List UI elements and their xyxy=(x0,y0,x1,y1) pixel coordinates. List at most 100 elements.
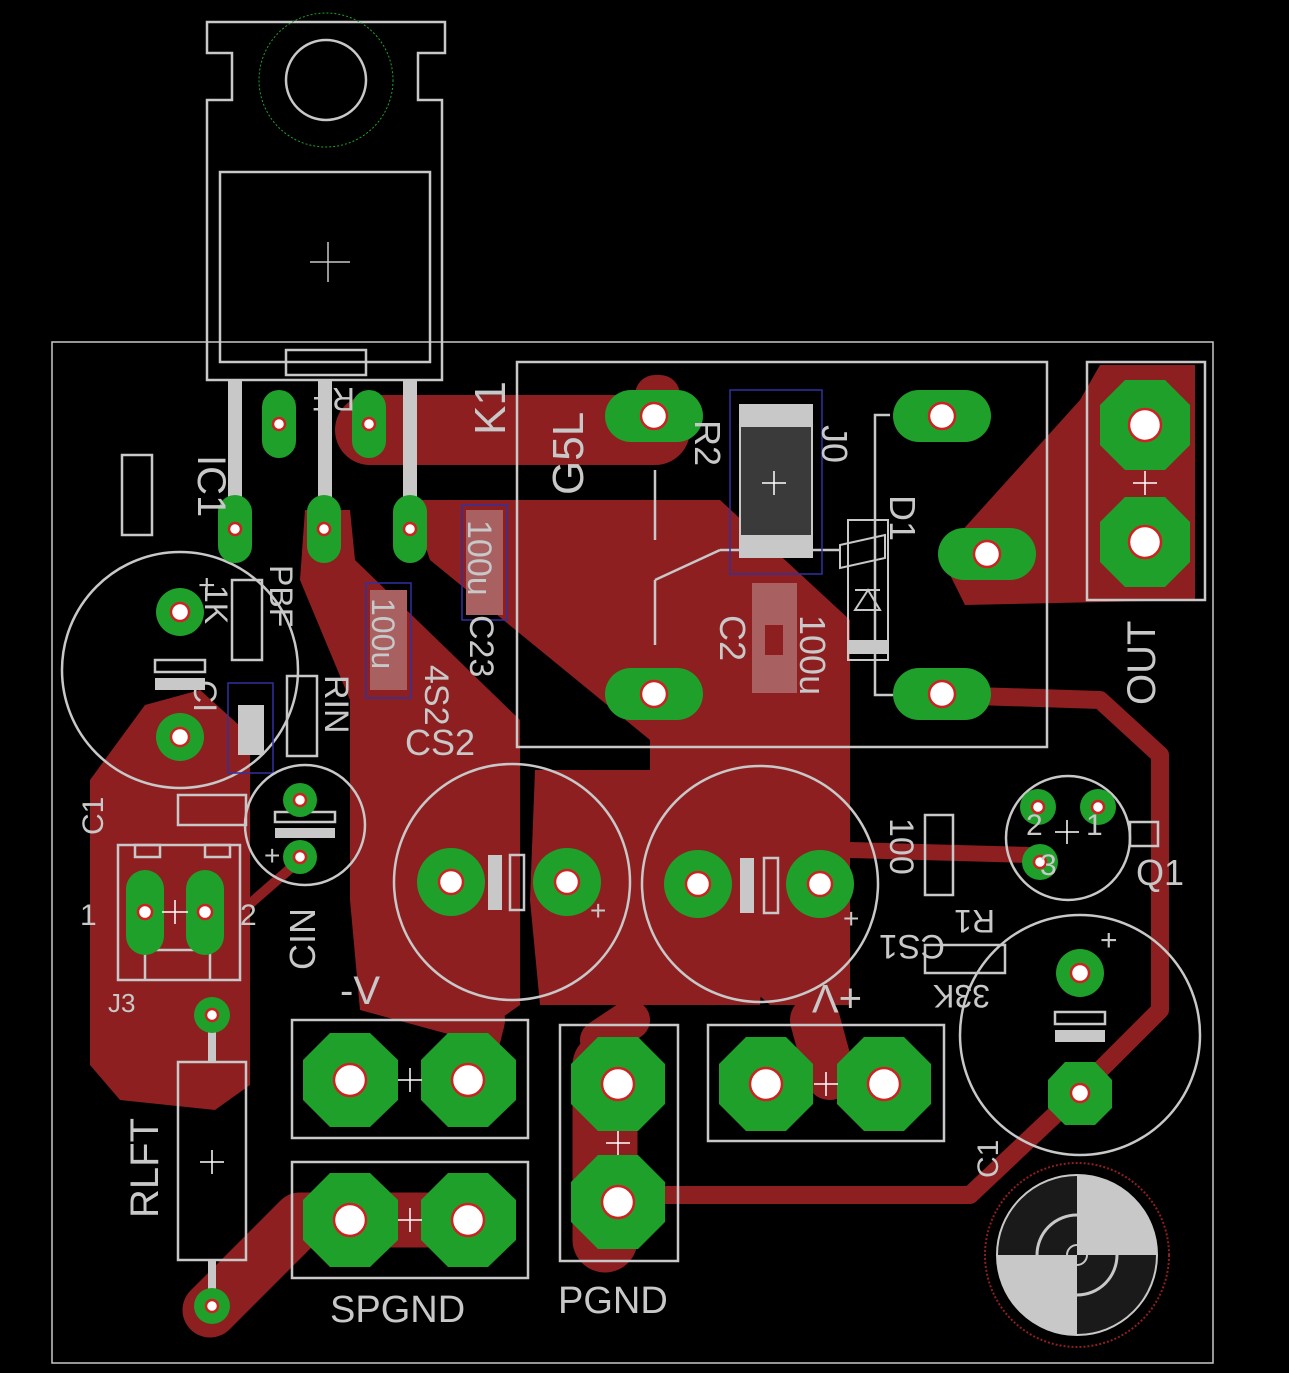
trace-posv xyxy=(790,995,855,1100)
label-cs1-val: 100 xyxy=(882,818,920,875)
label-rin: RIN xyxy=(317,675,355,734)
j3-tab-top-r xyxy=(203,843,232,859)
label-q1-pin2: 2 xyxy=(1026,809,1043,842)
label-j3: J3 xyxy=(108,988,135,1018)
trace-cs1 xyxy=(842,842,1038,863)
trace-cin xyxy=(215,855,305,935)
label-out: OUT xyxy=(1120,621,1164,705)
ic1-outline xyxy=(205,20,447,382)
ic1-left-body xyxy=(120,453,154,537)
relay-contact-2 xyxy=(654,548,721,582)
drill-holes xyxy=(136,401,1163,1314)
label-r1-val: 33K xyxy=(933,978,990,1014)
label-j0: J0 xyxy=(814,425,855,463)
label-c2-val: 100u xyxy=(792,615,833,695)
label-ci: CI xyxy=(187,680,223,712)
label-pgnd: PGND xyxy=(558,1280,668,1322)
label-cin: CIN xyxy=(282,908,323,970)
label-rfb-val: 1K xyxy=(198,585,234,624)
posv-connector-outline xyxy=(706,1023,946,1143)
ic1-mount-ring xyxy=(258,12,394,148)
label-c1-left: C1 xyxy=(77,797,110,835)
r2-tplace xyxy=(729,389,823,575)
cap-cs2-left-band-2 xyxy=(508,853,526,912)
label-k1: K1 xyxy=(466,381,515,435)
cs1-body xyxy=(923,813,955,897)
relay-coil-bracket xyxy=(873,413,895,697)
q1-flat xyxy=(1128,820,1160,848)
r1-body xyxy=(923,943,1007,975)
c23-tplace xyxy=(461,504,508,621)
ic1-mount-hole xyxy=(284,38,368,122)
cap-c1-right-outline xyxy=(958,913,1202,1157)
cap-c1-left-outline xyxy=(60,550,300,790)
label-q1-pin3: 3 xyxy=(1040,849,1057,882)
label-j3-pin2: 2 xyxy=(240,899,257,932)
cap-c1-right-band-2 xyxy=(1055,1030,1105,1042)
cap-cs2-left-band-1 xyxy=(488,855,502,910)
label-g5l: G5L xyxy=(544,412,593,495)
ci-tplace xyxy=(227,682,274,774)
label-rf: RF xyxy=(312,381,355,417)
r2-end-top xyxy=(740,405,812,427)
label-rlft: RLFT xyxy=(123,1118,167,1218)
ic1-small-pad xyxy=(284,348,368,377)
j3-latch xyxy=(143,948,212,980)
label-c23-val: 100u xyxy=(460,520,498,596)
label-c1-right: C1 xyxy=(972,1140,1005,1178)
silkscreen-labels: K1 G5L R2 J0 D1 OUT C2 100u 100u C23 100… xyxy=(77,381,1184,1331)
label-q1: Q1 xyxy=(1136,852,1184,893)
j3-outline xyxy=(116,843,242,982)
label-q1-pin1: 1 xyxy=(1086,809,1103,842)
label-pbf: PBF xyxy=(263,565,299,627)
cap-cs2-right-band-1 xyxy=(740,858,754,913)
ic1-tab xyxy=(218,170,432,364)
label-plus-cin: + xyxy=(264,840,280,871)
c23-body xyxy=(466,510,503,615)
pgnd-connector-outline xyxy=(558,1023,680,1263)
spgnd-connector-outline xyxy=(290,1160,530,1280)
label-cs2-small-val: 100u xyxy=(365,598,401,669)
negv-connector-outline xyxy=(290,1018,530,1140)
cs2-small-body xyxy=(370,590,407,690)
label-spgnd: SPGND xyxy=(330,1289,465,1331)
origin-markers xyxy=(162,471,1157,1232)
label-r1: R1 xyxy=(954,903,995,939)
board-outline xyxy=(51,341,1214,1364)
label-ic1: IC1 xyxy=(189,455,233,517)
r2-end-bottom xyxy=(740,535,812,557)
pour-center xyxy=(530,770,770,1005)
small-res-top xyxy=(176,793,248,827)
label-plus-cs2-left: + xyxy=(590,895,606,926)
silkscreen-layer xyxy=(60,12,1207,1348)
label-j3-pin1: 1 xyxy=(80,899,97,932)
label-cs2: CS2 xyxy=(405,722,475,763)
cap-c1-left-band-2 xyxy=(155,678,205,690)
cap-c1-left-band-1 xyxy=(153,658,207,674)
trace-pgnd-top xyxy=(580,1000,650,1060)
j3-tab-top xyxy=(133,843,162,859)
label-negv: -V xyxy=(340,969,380,1013)
label-cs1: CS1 xyxy=(879,927,945,965)
ic1-leg-3 xyxy=(403,380,417,510)
ic1-leg-1 xyxy=(228,380,242,510)
ic1-leg-2 xyxy=(318,380,332,510)
label-r2: R2 xyxy=(687,420,728,466)
out-connector-outline xyxy=(1085,360,1207,602)
trace-right-return xyxy=(611,686,1169,1204)
cs2-small-tplace xyxy=(365,582,412,699)
cap-cs2-right-band-2 xyxy=(762,856,780,915)
label-c23: C23 xyxy=(462,615,500,677)
label-posv: +V xyxy=(812,976,862,1020)
relay-k1-outline xyxy=(515,360,1049,749)
label-cs2-val: 4S2 xyxy=(417,665,455,726)
cap-cs2-left-outline xyxy=(392,762,632,1002)
r2-body xyxy=(739,404,813,558)
label-plus-c1-left: + xyxy=(198,569,216,602)
rin-body xyxy=(285,674,319,758)
q1-outline xyxy=(1004,774,1132,902)
cin-band-2 xyxy=(275,828,335,838)
label-d1: D1 xyxy=(882,495,923,541)
cap-cs2-right-outline xyxy=(640,764,880,1004)
